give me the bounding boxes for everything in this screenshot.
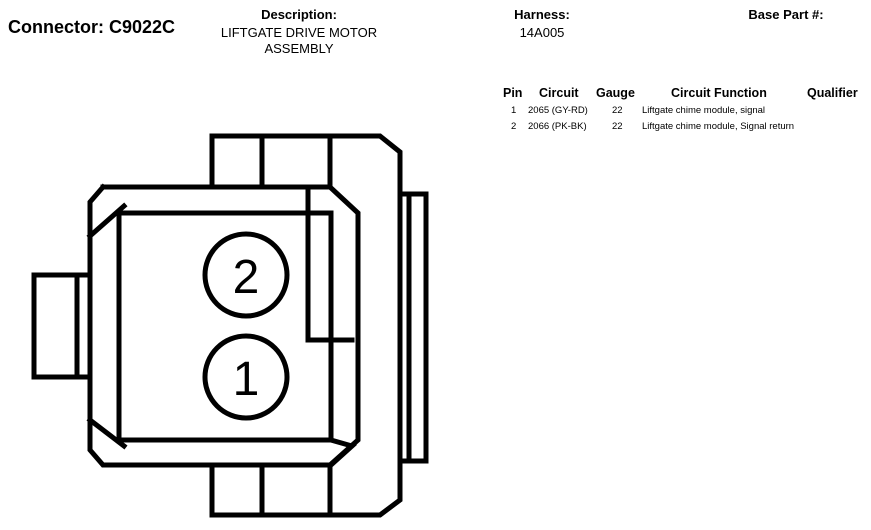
column-header-pin: Pin: [503, 86, 523, 100]
circuit-id: 2065 (GY-RD): [528, 105, 588, 116]
connector-title: Connector: C9022C: [8, 17, 176, 37]
column-header-circuit-function: Circuit Function: [671, 86, 767, 100]
circuit-function: Liftgate chime module, signal: [642, 105, 766, 116]
description-label: Description:: [261, 7, 337, 22]
base-part-label: Base Part #:: [748, 7, 824, 22]
wire-gauge: 22: [612, 121, 623, 132]
circuit-function: Liftgate chime module, Signal return: [642, 121, 795, 132]
column-header-circuit: Circuit: [539, 86, 579, 100]
pin-cavity-1: 1: [202, 333, 290, 421]
column-header-qualifier: Qualifier: [807, 86, 858, 100]
connector-housing: [31, 133, 429, 518]
description-value: LIFTGATE DRIVE MOTOR ASSEMBLY: [200, 25, 398, 57]
pin-number: 2: [511, 121, 517, 132]
pin-number: 1: [511, 105, 517, 116]
pin-label-2: 2: [233, 251, 260, 304]
pin-cavity-2: 2: [202, 231, 290, 319]
harness-label: Harness:: [514, 7, 570, 22]
circuit-id: 2066 (PK-BK): [528, 121, 587, 132]
description-line-2: ASSEMBLY: [264, 41, 334, 56]
pin-label-1: 1: [233, 353, 260, 406]
description-line-1: LIFTGATE DRIVE MOTOR: [220, 25, 378, 40]
harness-value: 14A005: [519, 25, 565, 40]
column-header-gauge: Gauge: [596, 86, 635, 100]
wire-gauge: 22: [612, 105, 623, 116]
